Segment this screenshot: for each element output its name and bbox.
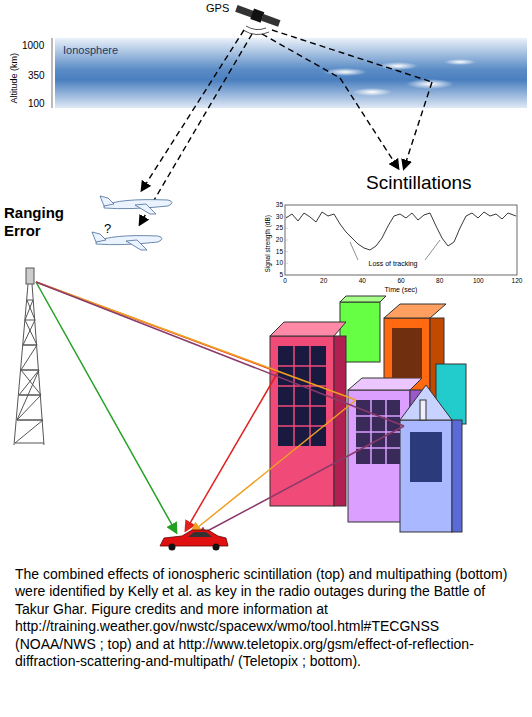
building-windows: [278, 328, 442, 482]
chart-tick: 25: [276, 224, 283, 231]
band-label: Ionosphere: [63, 44, 118, 56]
chart-tick: 15: [276, 248, 283, 255]
chart-tick: 30: [276, 213, 283, 220]
chart-tick: 120: [512, 277, 523, 284]
signal-chart: [285, 205, 517, 275]
question-mark: ?: [104, 222, 111, 237]
altitude-tick: 100: [28, 98, 45, 110]
antenna-tower: [14, 268, 44, 445]
axis-title: Altitude (km): [9, 53, 19, 104]
altitude-tick: 350: [28, 70, 45, 82]
chart-annotation: Loss of tracking: [367, 260, 418, 268]
ionosphere-band: [55, 38, 527, 108]
ionosphere-band: Ionosphere: [55, 38, 527, 108]
chart-tick: 5: [279, 271, 283, 278]
satellite-label: GPS: [206, 2, 229, 15]
figure-caption: The combined effects of ionospheric scin…: [15, 566, 520, 670]
chart-tick: 0: [283, 277, 287, 284]
chart-tick: 40: [359, 277, 366, 284]
ranging-error-label: Ranging Error: [4, 204, 84, 240]
chart-tick: 100: [473, 277, 484, 284]
chart-tick: 20: [276, 236, 283, 243]
axis-title: Signal strength (dB): [264, 215, 271, 272]
scintillations-label: Scintillations: [366, 172, 472, 194]
car: [160, 530, 228, 551]
chart-tick: 80: [436, 277, 443, 284]
chart-tick: 20: [320, 277, 327, 284]
chart-tick: 10: [276, 259, 283, 266]
city-buildings: [270, 296, 466, 532]
airplane: [92, 196, 172, 250]
chart-tick: 60: [397, 277, 404, 284]
axis-title: Time (sec): [385, 286, 418, 294]
chart-tick: 35: [276, 201, 283, 208]
altitude-tick: 1000: [22, 40, 44, 52]
